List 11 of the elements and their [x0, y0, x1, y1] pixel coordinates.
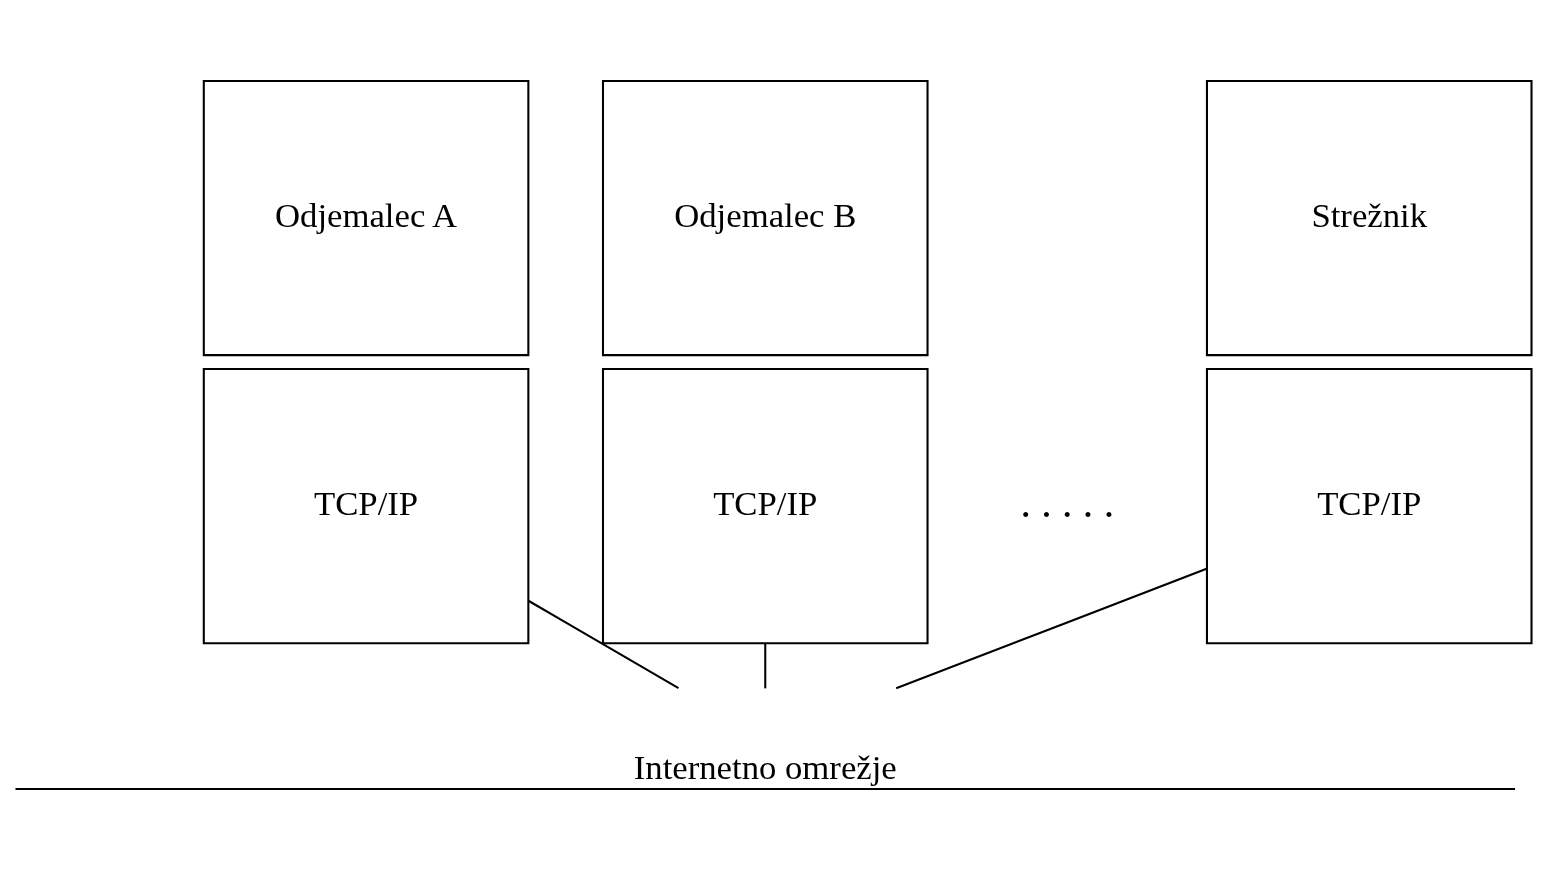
node-box: TCP/IP: [601, 367, 929, 644]
connector: [895, 567, 1207, 689]
node-box: Odjemalec B: [601, 79, 929, 356]
node-text: Internetno omrežje: [633, 747, 897, 787]
node-box: Odjemalec A: [202, 79, 530, 356]
connector: [527, 599, 680, 689]
node-box: Strežnik: [1205, 79, 1533, 356]
node-box: TCP/IP: [202, 367, 530, 644]
label: . . . . .: [1020, 479, 1115, 526]
node-box: TCP/IP: [1205, 367, 1533, 644]
connector: [764, 642, 767, 688]
